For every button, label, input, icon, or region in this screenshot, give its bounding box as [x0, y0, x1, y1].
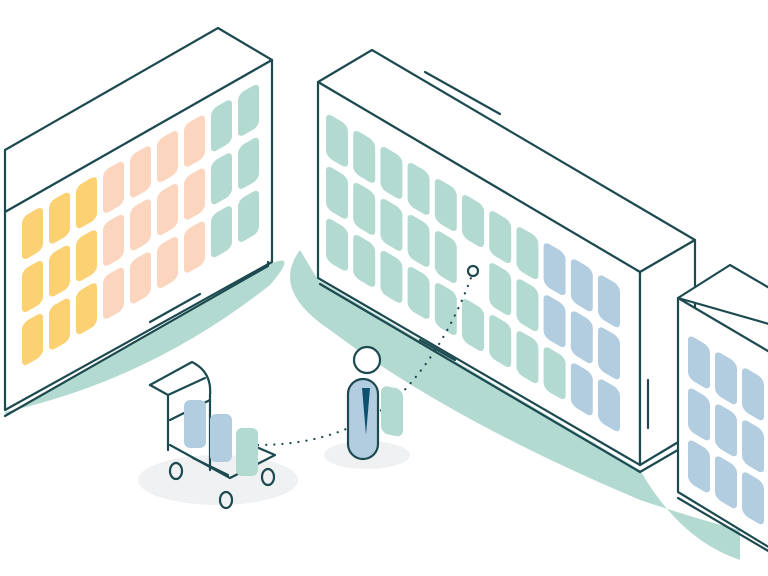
storage-tile-blue — [715, 352, 737, 405]
storage-tile-green — [380, 251, 403, 303]
storage-tile-blue — [742, 420, 764, 473]
storage-tile-peach — [157, 131, 178, 182]
storage-tile-yellow — [49, 298, 70, 350]
storage-tile-green — [489, 211, 512, 264]
storage-tile-blue — [570, 363, 593, 416]
storage-tile-green — [326, 114, 348, 167]
left-cabinet — [3, 26, 274, 418]
middle-cabinet — [316, 48, 697, 474]
storage-tile-blue — [688, 336, 710, 389]
storage-tile-blue — [598, 379, 620, 432]
storage-tile-blue — [598, 327, 620, 380]
storage-tile-blue — [543, 295, 566, 348]
storage-tile-green — [380, 147, 403, 199]
storage-tile-blue — [742, 368, 764, 421]
tie — [362, 388, 370, 435]
storage-tile-green — [353, 234, 376, 287]
storage-tile-peach — [130, 146, 151, 198]
storage-tile-green — [434, 231, 457, 283]
cart — [148, 360, 277, 510]
storage-tile-green — [516, 331, 539, 384]
storage-tile-blue — [570, 311, 593, 364]
storage-tile-blue — [715, 456, 737, 509]
storage-tile-green — [407, 267, 430, 319]
person-head — [352, 345, 382, 375]
storage-tile-blue — [688, 440, 710, 493]
storage-tile-yellow — [76, 230, 97, 282]
storage-tile-green — [236, 428, 258, 476]
storage-tile-peach — [157, 237, 178, 288]
storage-tile-blue — [598, 275, 620, 328]
storage-tile-yellow — [76, 177, 97, 229]
storage-tile-peach — [157, 184, 178, 235]
storage-tile-yellow — [49, 192, 70, 244]
right-cabinet — [676, 263, 768, 553]
storage-tile-green — [516, 227, 539, 280]
storage-tile-blue — [570, 259, 593, 312]
held-tile — [381, 386, 403, 437]
target-marker — [466, 264, 480, 278]
person — [346, 345, 403, 461]
storage-tile-green — [211, 206, 232, 258]
storage-tile-green — [238, 190, 259, 242]
storage-tile-blue — [184, 400, 206, 448]
storage-tile-peach — [103, 214, 124, 266]
storage-tile-green — [462, 299, 484, 351]
storage-tile-green — [238, 137, 259, 189]
storage-tile-green — [489, 315, 512, 368]
storage-tile-green — [326, 166, 348, 219]
storage-tile-green — [407, 215, 430, 267]
storage-tile-green — [489, 263, 512, 316]
storage-tile-yellow — [22, 208, 43, 259]
storage-tile-green — [211, 100, 232, 152]
storage-tile-green — [326, 218, 348, 271]
storage-tile-green — [353, 182, 376, 235]
storage-tile-peach — [184, 221, 205, 273]
storage-tile-blue — [210, 414, 232, 462]
storage-tile-green — [211, 153, 232, 205]
storage-tile-peach — [103, 267, 124, 319]
storage-tile-blue — [715, 404, 737, 457]
storage-tile-green — [380, 199, 403, 251]
storage-tile-yellow — [76, 283, 97, 335]
storage-tile-yellow — [22, 314, 43, 365]
storage-tile-peach — [184, 168, 205, 220]
storage-tile-green — [462, 195, 484, 247]
storage-tile-blue — [543, 243, 566, 296]
storage-tile-blue — [688, 388, 710, 441]
storage-tile-green — [407, 163, 430, 215]
storage-tile-green — [516, 279, 539, 332]
storage-tile-peach — [130, 199, 151, 251]
storage-tile-green — [353, 130, 376, 183]
storage-tile-green — [238, 84, 259, 136]
storage-tile-blue — [742, 472, 764, 525]
storage-tile-peach — [184, 115, 205, 167]
middle-cabinet-floor-shadow — [290, 250, 740, 560]
storage-tile-yellow — [22, 261, 43, 312]
storage-tile-green — [543, 347, 566, 400]
storage-tile-peach — [103, 161, 124, 213]
storage-tile-peach — [130, 252, 151, 304]
storage-tile-green — [434, 179, 457, 231]
dotted-route — [256, 273, 474, 447]
storage-tile-yellow — [49, 245, 70, 297]
